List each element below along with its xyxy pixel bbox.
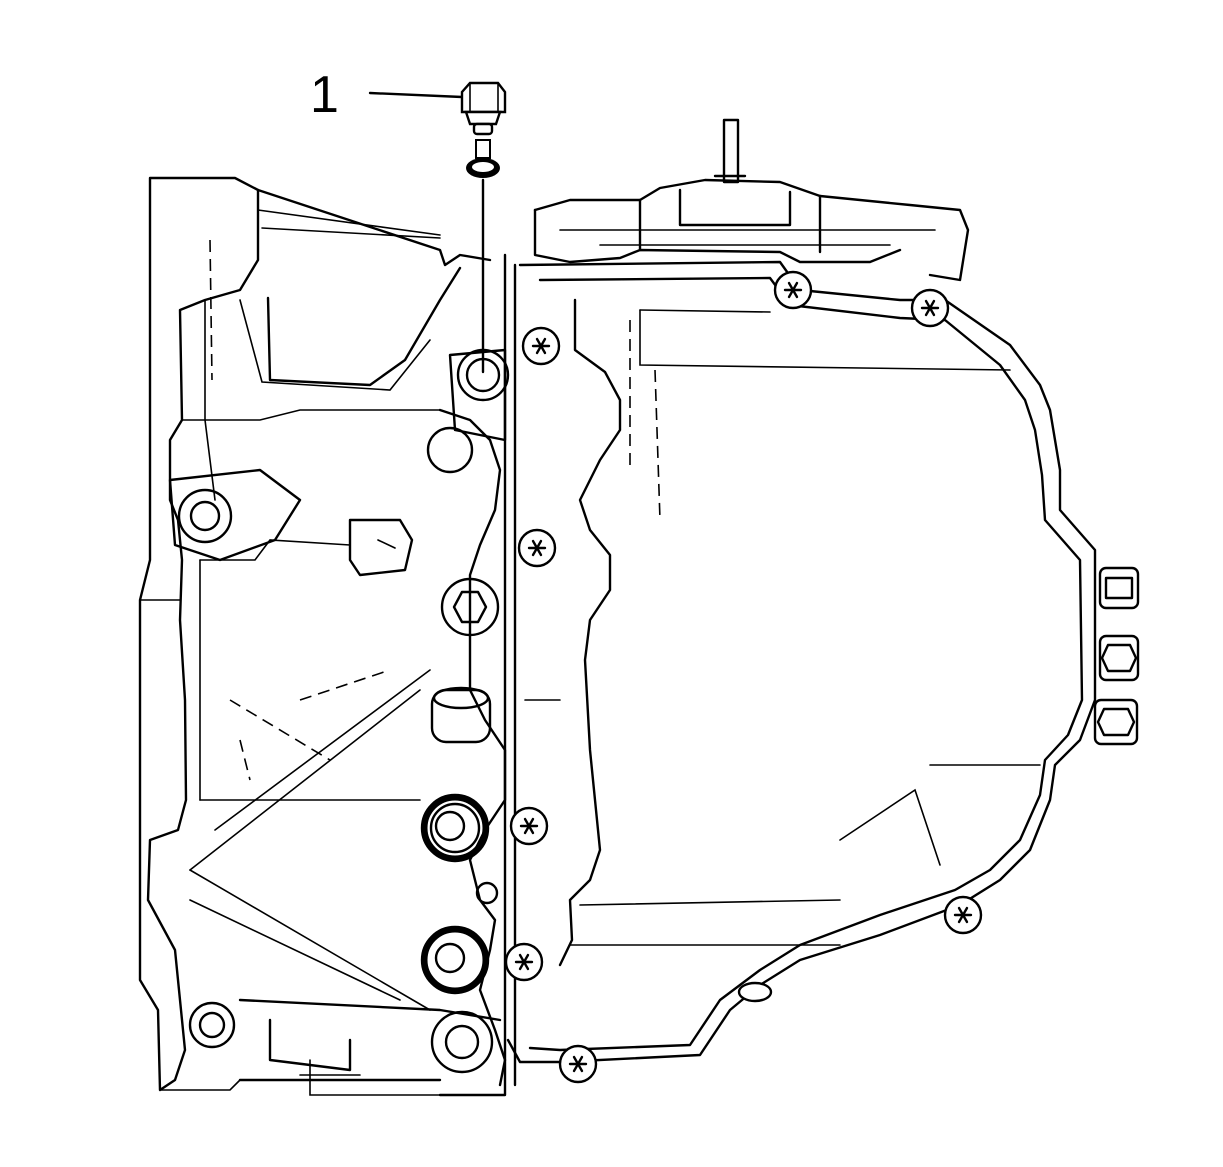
o-ring-seal-icon xyxy=(466,139,500,178)
callout-number: 1 xyxy=(310,66,339,124)
pan-bolt-icon xyxy=(509,806,549,846)
side-bolt-icon xyxy=(1098,566,1140,610)
pan-bolt-icon xyxy=(517,528,557,568)
pan-bolt-icon xyxy=(737,981,773,1003)
pan-bolt-icon xyxy=(943,895,983,935)
side-bolt-icon xyxy=(1093,698,1139,746)
pan-bolt-icon xyxy=(504,942,544,982)
callout-1: 1 xyxy=(310,66,464,124)
pan-bolt-icon xyxy=(521,326,561,366)
side-bolt-icon xyxy=(1098,634,1140,682)
callout-leader-line xyxy=(368,91,464,99)
transmission-housing xyxy=(138,118,1140,1097)
pan-bolt-icon xyxy=(910,288,950,328)
fill-plug-bolt-icon xyxy=(460,81,507,136)
pan-bolt-icon xyxy=(773,270,813,310)
pan-bolt-icon xyxy=(558,1044,598,1084)
